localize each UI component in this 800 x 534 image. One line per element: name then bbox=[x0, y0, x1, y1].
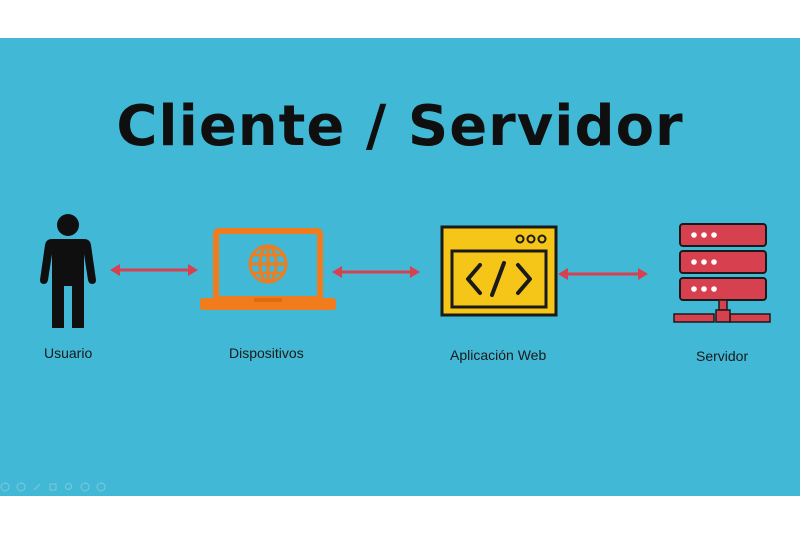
node-label-aplicacion: Aplicación Web bbox=[450, 347, 547, 363]
more-options-icon[interactable] bbox=[96, 482, 106, 492]
server-icon bbox=[673, 223, 771, 323]
arrow-dispositivos-aplicacion bbox=[332, 266, 420, 278]
pen-icon[interactable] bbox=[32, 482, 42, 492]
slide-background bbox=[0, 38, 800, 496]
node-label-usuario: Usuario bbox=[44, 345, 93, 361]
laptop-globe-icon bbox=[200, 228, 336, 310]
node-label-dispositivos: Dispositivos bbox=[229, 345, 304, 361]
grid-icon[interactable] bbox=[48, 482, 58, 492]
arrow-usuario-dispositivos bbox=[110, 264, 198, 276]
zoom-icon[interactable] bbox=[64, 482, 74, 492]
node-label-servidor: Servidor bbox=[696, 348, 749, 364]
next-slide-icon[interactable] bbox=[16, 482, 26, 492]
user-icon bbox=[40, 214, 96, 328]
pointer-icon[interactable] bbox=[80, 482, 90, 492]
previous-slide-icon[interactable] bbox=[0, 482, 10, 492]
arrow-aplicacion-servidor bbox=[558, 268, 648, 280]
code-window-icon bbox=[440, 225, 558, 317]
page-title: Cliente / Servidor bbox=[116, 94, 684, 159]
presentation-toolbar bbox=[0, 480, 106, 494]
